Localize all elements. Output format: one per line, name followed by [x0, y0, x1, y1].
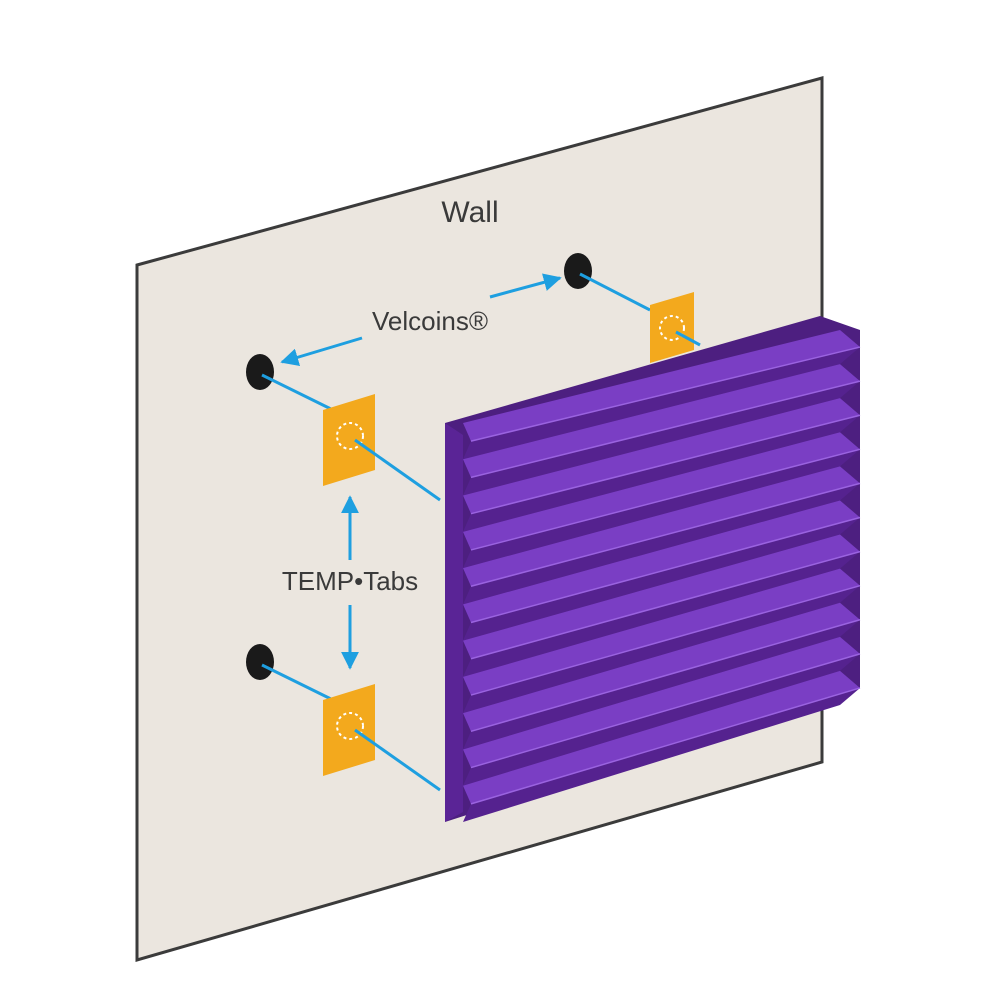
foam-ridge-lower-face — [463, 415, 860, 532]
foam-ridge-crest — [470, 550, 861, 660]
foam-ridge-lower-face — [463, 347, 860, 460]
temp-tab-icon — [323, 394, 375, 486]
velcoins-label: Velcoins® — [372, 306, 488, 336]
foam-ridge-upper-face — [463, 466, 860, 587]
foam-ridge-crest — [470, 653, 861, 769]
velcoins-arrow-right — [489, 273, 562, 299]
foam-ridge-upper-face — [463, 602, 860, 732]
foam-ridge-upper-face — [463, 432, 860, 550]
temp-tabs-label: TEMP•Tabs — [282, 566, 418, 596]
connector-line — [261, 663, 334, 702]
connector-line — [675, 330, 701, 347]
acoustic-foam-panel — [445, 316, 861, 822]
foam-ridge-upper-face — [463, 670, 860, 804]
foam-ridge-crest — [470, 584, 861, 696]
foam-ridge-lower-face — [463, 449, 860, 569]
foam-ridge-lower-face — [463, 517, 860, 641]
temp-tab-icon — [323, 684, 375, 776]
foam-ridge-upper-face — [463, 398, 860, 514]
velcoin-top-right-icon — [564, 253, 592, 289]
velcoin-bottom-left-icon — [246, 644, 274, 680]
connector-line — [354, 728, 441, 792]
foam-ridge-upper-face — [463, 364, 860, 478]
connector-line — [261, 373, 334, 412]
foam-ridge-lower-face — [463, 381, 860, 496]
foam-ridge-lower-face — [463, 687, 860, 822]
velcoins-arrow-left — [280, 336, 363, 366]
connector-line — [354, 438, 441, 502]
foam-ridge-lower-face — [463, 585, 860, 714]
wall-label: Wall — [441, 196, 498, 229]
foam-ridge-lower-face — [463, 551, 860, 677]
foam-ridge-crest — [470, 687, 861, 805]
foam-ridge-crest — [470, 516, 861, 624]
foam-ridge-upper-face — [463, 534, 860, 659]
foam-ridge-crest — [470, 482, 861, 587]
foam-ridge-upper-face — [463, 500, 860, 623]
foam-ridge-crest — [470, 346, 861, 442]
temp-tab-icon — [650, 292, 694, 363]
foam-ridge-crest — [470, 619, 861, 733]
foam-ridge-upper-face — [463, 330, 860, 442]
foam-ridge-lower-face — [463, 483, 860, 605]
foam-ridge-crest — [470, 380, 861, 479]
velcoin-top-left-icon — [246, 354, 274, 390]
foam-ridge-upper-face — [463, 568, 860, 696]
foam-ridge-lower-face — [463, 653, 860, 786]
foam-ridge-crest — [470, 448, 861, 551]
foam-ridge-upper-face — [463, 636, 860, 768]
foam-ridge-crest — [470, 414, 861, 515]
connector-line — [579, 272, 651, 312]
foam-ridge-lower-face — [463, 619, 860, 750]
